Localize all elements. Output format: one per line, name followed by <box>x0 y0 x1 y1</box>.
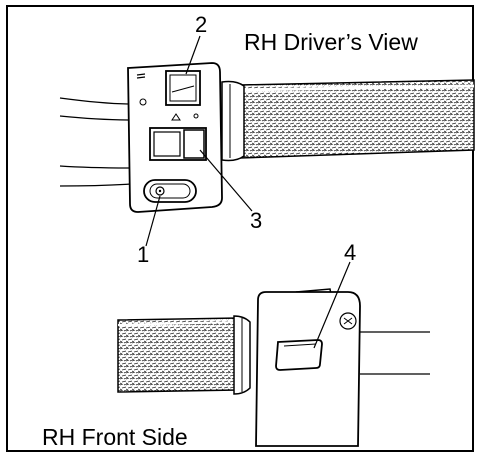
top-view-drawing <box>59 35 475 247</box>
callout-2: 2 <box>195 12 208 37</box>
switch-3-rocker <box>149 127 207 161</box>
bottom-view-drawing <box>117 261 430 447</box>
switch-1-start-button <box>143 179 197 203</box>
callout-1: 1 <box>137 242 150 267</box>
top-view-title: RH Driver’s View <box>244 29 418 55</box>
switch-4-front-button <box>275 339 323 371</box>
callout-4: 4 <box>344 240 357 265</box>
bottom-grip <box>117 317 239 393</box>
bottom-view-title: RH Front Side <box>42 424 188 450</box>
callout-3: 3 <box>250 208 263 233</box>
switch-2-kill-switch <box>165 70 201 106</box>
top-grip <box>239 79 475 159</box>
